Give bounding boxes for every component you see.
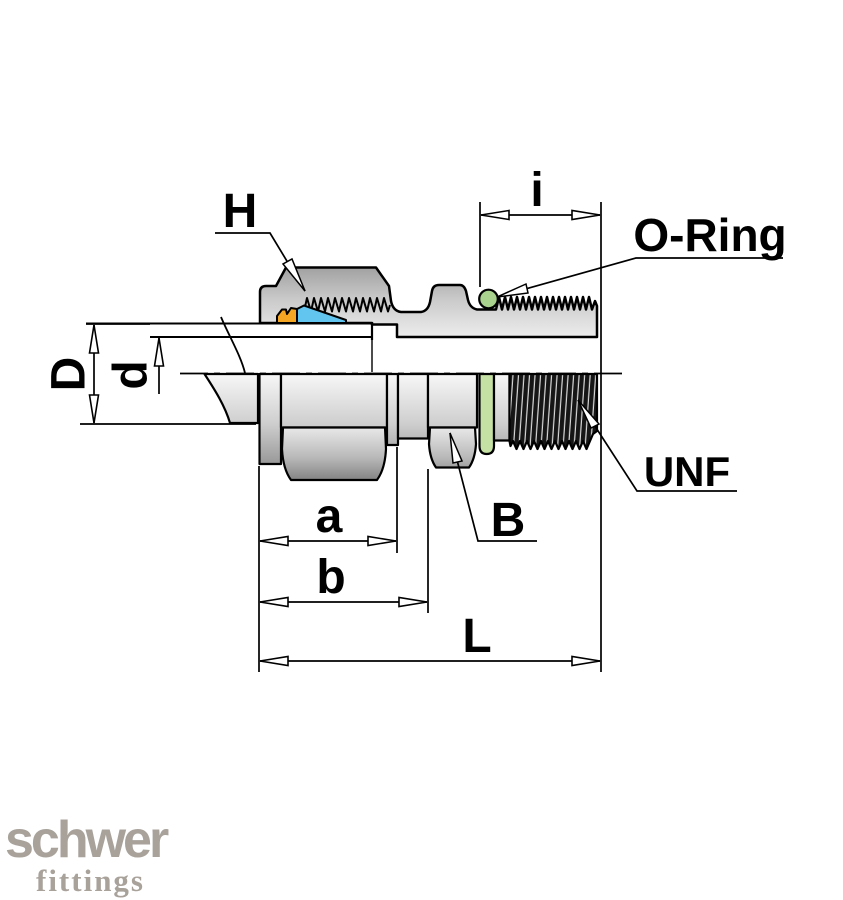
thread-runout-groove xyxy=(385,372,400,447)
nut-collar xyxy=(258,372,283,466)
logo: schwer fittings xyxy=(5,811,172,898)
body-cylinder xyxy=(396,372,430,440)
arrow-b-left xyxy=(259,596,289,608)
dimension-arrowheads xyxy=(88,209,601,667)
dimension-labels: H i O-Ring D d a b L B UNF xyxy=(43,164,787,663)
leader-arrowheads xyxy=(281,257,601,464)
label-d: d xyxy=(105,360,158,389)
unf-thread-external xyxy=(508,372,599,451)
nut-body-thread-zigzag xyxy=(289,297,391,318)
label-H: H xyxy=(223,185,258,238)
o-ring-external-band xyxy=(478,372,496,456)
tube-break-curve xyxy=(220,316,246,374)
tube-external xyxy=(203,372,260,425)
cross-section-top-half xyxy=(86,266,599,374)
nut-hex-lower-facet xyxy=(280,426,388,482)
logo-sub: fittings xyxy=(36,863,145,898)
label-a: a xyxy=(316,490,343,543)
arrow-d-up xyxy=(153,337,165,367)
arrow-b-right xyxy=(398,596,428,608)
arrow-L-right xyxy=(571,655,601,667)
thread-shoulder-step xyxy=(492,372,511,442)
cutting-ring-section xyxy=(296,304,347,324)
arrow-leader-unf xyxy=(577,399,601,430)
label-o-ring: O-Ring xyxy=(633,209,786,261)
nut-hex-upper-facet xyxy=(279,372,389,429)
arrow-L-left xyxy=(259,655,289,667)
leader-lines xyxy=(215,232,783,542)
fitting-body-section xyxy=(258,266,599,339)
leader-B xyxy=(449,432,537,542)
label-unf: UNF xyxy=(644,448,730,495)
leader-unf xyxy=(577,399,737,492)
label-b: b xyxy=(316,551,345,604)
arrow-i-right xyxy=(571,209,601,221)
o-ring-section xyxy=(478,288,499,310)
leader-o-ring xyxy=(496,257,783,298)
external-view-bottom-half xyxy=(203,372,599,482)
arrow-D-down xyxy=(88,394,100,424)
logo-brand: schwer xyxy=(5,811,169,869)
arrow-a-left xyxy=(259,535,289,547)
arrow-leader-H xyxy=(281,257,306,292)
arrow-i-left xyxy=(480,209,510,221)
label-D: D xyxy=(43,357,96,392)
label-L: L xyxy=(462,610,491,663)
label-B: B xyxy=(491,494,526,547)
label-i: i xyxy=(530,164,543,217)
arrow-leader-o-ring xyxy=(496,282,529,298)
body-hex-upper-facet xyxy=(426,372,479,429)
arrow-leader-B xyxy=(449,432,464,464)
arrow-a-right xyxy=(367,535,397,547)
arrow-D-up xyxy=(88,324,100,354)
